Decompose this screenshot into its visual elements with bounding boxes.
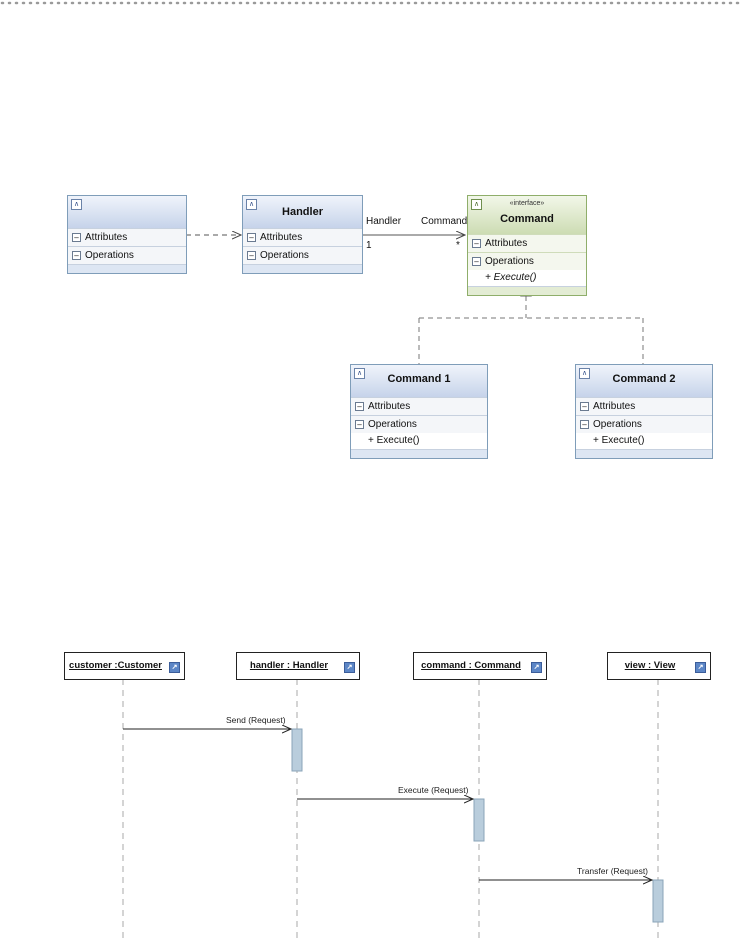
operations-compartment[interactable]: –Operations xyxy=(576,415,712,433)
operation-execute[interactable]: + Execute() xyxy=(351,433,487,449)
activation-command xyxy=(473,798,485,842)
shortcut-icon[interactable]: ↗ xyxy=(169,662,180,673)
association-source-role: Handler xyxy=(366,216,402,227)
collapse-minus-icon[interactable]: – xyxy=(72,251,81,260)
collapse-minus-icon[interactable]: – xyxy=(580,420,589,429)
lifeline-customer[interactable]: customer :Customer ↗ xyxy=(64,652,185,680)
lifeline-command[interactable]: command : Command ↗ xyxy=(413,652,547,680)
collapse-minus-icon[interactable]: – xyxy=(580,402,589,411)
interface-command[interactable]: ∧ «interface» Command –Attributes –Opera… xyxy=(467,195,587,296)
collapse-icon[interactable]: ∧ xyxy=(246,199,257,210)
attributes-compartment[interactable]: –Attributes xyxy=(576,397,712,415)
shortcut-icon[interactable]: ↗ xyxy=(695,662,706,673)
operations-compartment[interactable]: –Operations xyxy=(468,252,586,270)
class-command-1[interactable]: ∧ Command 1 –Attributes –Operations + Ex… xyxy=(350,364,488,459)
collapse-minus-icon[interactable]: – xyxy=(247,251,256,260)
dotted-border xyxy=(0,1,744,5)
class-name: Command xyxy=(500,213,554,225)
collapse-minus-icon[interactable]: – xyxy=(355,402,364,411)
operations-compartment[interactable]: –Operations xyxy=(68,246,186,264)
activation-handler xyxy=(291,728,303,772)
collapse-icon[interactable]: ∧ xyxy=(471,199,482,210)
lifeline-handler[interactable]: handler : Handler ↗ xyxy=(236,652,360,680)
collapse-icon[interactable]: ∧ xyxy=(354,368,365,379)
class-name: Handler xyxy=(282,206,323,218)
collapse-minus-icon[interactable]: – xyxy=(72,233,81,242)
collapse-minus-icon[interactable]: – xyxy=(472,257,481,266)
message-label-execute: Execute (Request) xyxy=(398,785,469,795)
activation-view xyxy=(652,879,664,923)
attributes-compartment[interactable]: –Attributes xyxy=(468,234,586,252)
message-label-send: Send (Request) xyxy=(226,715,286,725)
operation-execute[interactable]: + Execute() xyxy=(468,270,586,286)
lifeline-view[interactable]: view : View ↗ xyxy=(607,652,711,680)
attributes-compartment[interactable]: –Attributes xyxy=(243,228,362,246)
message-label-transfer: Transfer (Request) xyxy=(577,866,649,876)
collapse-icon[interactable]: ∧ xyxy=(579,368,590,379)
realization-lines xyxy=(418,285,644,364)
class-command-2[interactable]: ∧ Command 2 –Attributes –Operations + Ex… xyxy=(575,364,713,459)
attributes-compartment[interactable]: –Attributes xyxy=(68,228,186,246)
operation-execute[interactable]: + Execute() xyxy=(576,433,712,449)
stereotype: «interface» xyxy=(509,200,545,207)
lifeline-lines xyxy=(122,679,659,939)
shortcut-icon[interactable]: ↗ xyxy=(344,662,355,673)
class-name: Command 2 xyxy=(612,373,676,385)
operations-compartment[interactable]: –Operations xyxy=(351,415,487,433)
collapse-minus-icon[interactable]: – xyxy=(355,420,364,429)
class-unnamed[interactable]: ∧ –Attributes –Operations xyxy=(67,195,187,274)
association-source-multiplicity: 1 xyxy=(366,240,372,251)
class-handler[interactable]: ∧ Handler –Attributes –Operations xyxy=(242,195,363,274)
collapse-icon[interactable]: ∧ xyxy=(71,199,82,210)
class-name: Command 1 xyxy=(387,373,451,385)
attributes-compartment[interactable]: –Attributes xyxy=(351,397,487,415)
association-target-multiplicity: * xyxy=(456,240,460,251)
association-target-role: Command xyxy=(421,216,468,227)
collapse-minus-icon[interactable]: – xyxy=(247,233,256,242)
operations-compartment[interactable]: –Operations xyxy=(243,246,362,264)
shortcut-icon[interactable]: ↗ xyxy=(531,662,542,673)
collapse-minus-icon[interactable]: – xyxy=(472,239,481,248)
